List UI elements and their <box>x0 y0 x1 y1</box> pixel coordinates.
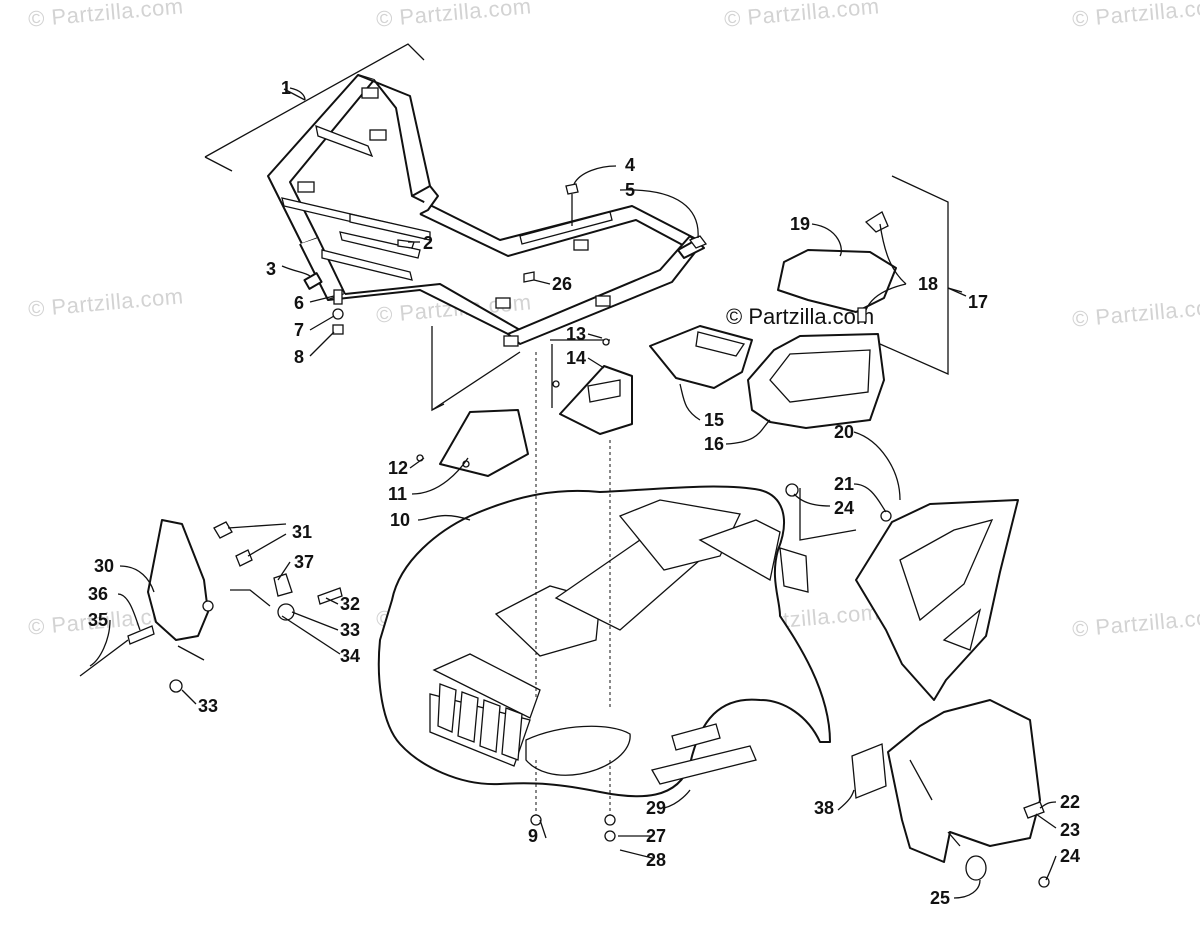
callout-33-bottom: 33 <box>198 696 218 716</box>
callout-38: 38 <box>814 798 834 818</box>
callout-32: 32 <box>340 594 360 614</box>
panel-11 <box>439 409 529 477</box>
clip-25 <box>965 855 987 881</box>
callout-12: 12 <box>388 458 408 478</box>
callout-24-bottom: 24 <box>1060 846 1080 866</box>
callout-7: 7 <box>294 320 304 340</box>
callout-1: 1 <box>281 78 291 98</box>
callout-28: 28 <box>646 850 666 870</box>
callout-13: 13 <box>566 324 586 344</box>
callout-25: 25 <box>930 888 950 908</box>
callout-24-top: 24 <box>834 498 854 518</box>
callout-8: 8 <box>294 347 304 367</box>
callout-9: 9 <box>528 826 538 846</box>
callout-19: 19 <box>790 214 810 234</box>
callout-15: 15 <box>704 410 724 430</box>
callout-18: 18 <box>918 274 938 294</box>
callout-3: 3 <box>266 259 276 279</box>
callout-leaders <box>89 87 1057 899</box>
callout-2: 2 <box>423 233 433 253</box>
callout-23: 23 <box>1060 820 1080 840</box>
mud-guard <box>887 699 1041 863</box>
callout-11: 11 <box>388 484 407 504</box>
callout-35: 35 <box>88 610 108 630</box>
callout-17: 17 <box>968 292 988 312</box>
callout-21: 21 <box>834 474 854 494</box>
callout-4: 4 <box>625 155 635 175</box>
storage-lid-19 <box>777 249 897 313</box>
callout-14: 14 <box>566 348 586 368</box>
callout-26: 26 <box>552 274 572 294</box>
callout-27: 27 <box>646 826 666 846</box>
headlight-assembly <box>79 519 343 693</box>
leader-lines <box>177 326 961 847</box>
callout-6: 6 <box>294 293 304 313</box>
callout-31: 31 <box>292 522 312 542</box>
decal-38 <box>851 743 887 799</box>
callout-10: 10 <box>390 510 410 530</box>
front-rack <box>204 43 705 347</box>
callout-36: 36 <box>88 584 108 604</box>
callout-30: 30 <box>94 556 114 576</box>
callout-37: 37 <box>294 552 314 572</box>
callout-34: 34 <box>340 646 360 666</box>
rack-hardware <box>303 183 708 335</box>
callout-labels: 1 2 3 4 5 6 7 8 9 10 11 12 13 14 15 16 1… <box>88 78 1080 908</box>
front-fender-body <box>377 485 831 798</box>
callout-29: 29 <box>646 798 666 818</box>
callout-22: 22 <box>1060 792 1080 812</box>
callout-5: 5 <box>625 180 635 200</box>
callout-16: 16 <box>704 434 724 454</box>
callout-20: 20 <box>834 422 854 442</box>
callout-33-right: 33 <box>340 620 360 640</box>
